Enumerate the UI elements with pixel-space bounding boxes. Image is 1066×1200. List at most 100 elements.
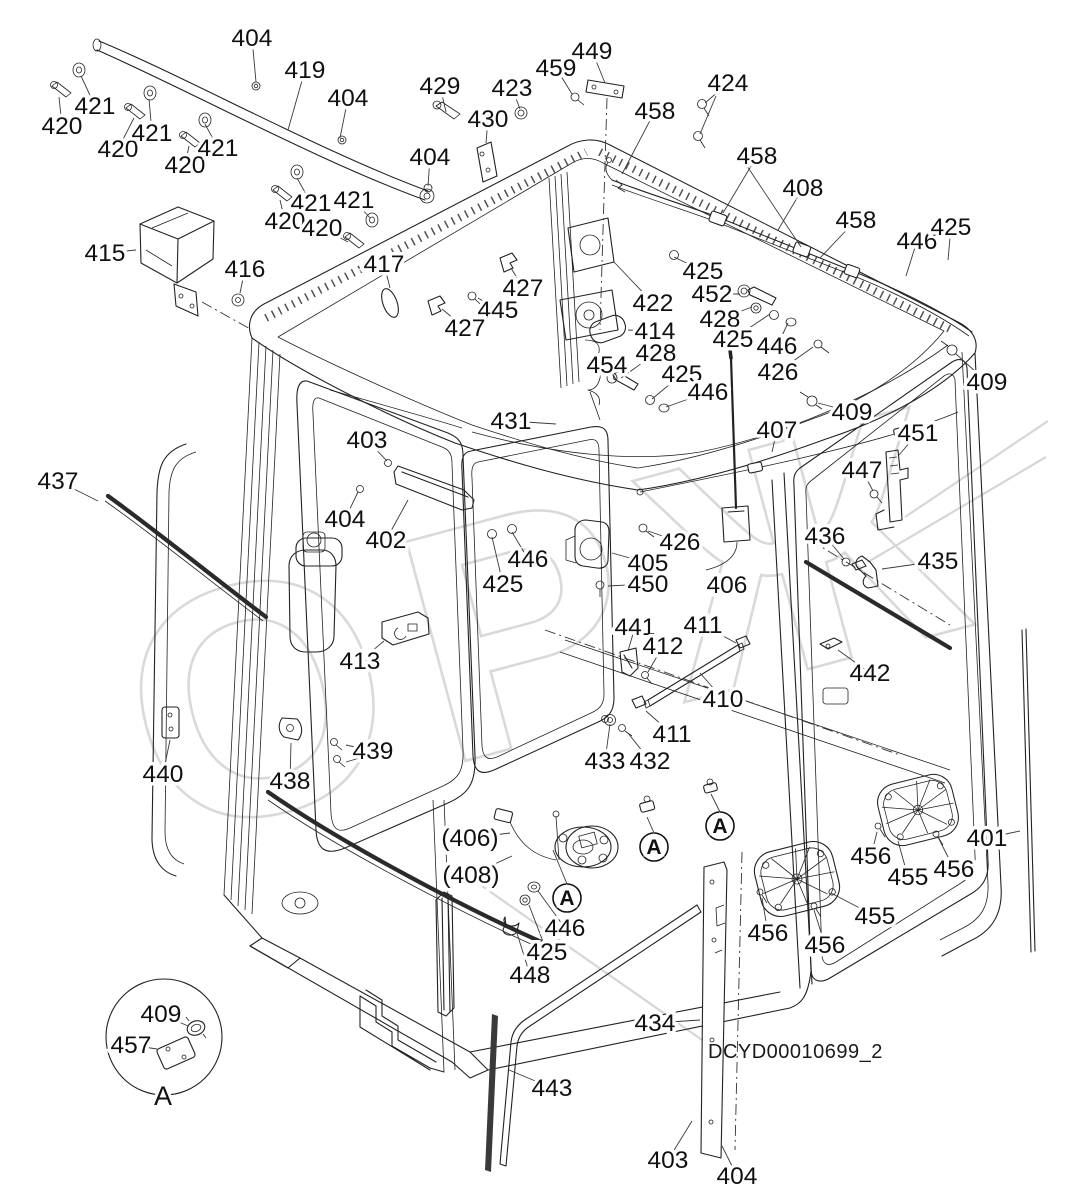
part-label-411: 411 xyxy=(652,721,691,748)
part-label-404: 404 xyxy=(717,1163,758,1190)
part-label-407: 407 xyxy=(757,417,798,444)
section-marker-letter: A xyxy=(646,836,661,859)
leader-line xyxy=(510,420,557,425)
section-markers: A A A A xyxy=(151,811,735,1114)
leader-line xyxy=(881,560,939,570)
leader-line xyxy=(104,249,137,254)
part-label-405: 405 xyxy=(628,550,669,577)
leader-line xyxy=(204,123,219,149)
leader-line xyxy=(130,1044,158,1050)
leader-line xyxy=(555,67,573,95)
leader-line xyxy=(627,329,656,332)
part-label-457: 457 xyxy=(111,1032,152,1059)
part-label-415: 415 xyxy=(85,240,126,267)
leader-line xyxy=(491,536,504,585)
detail-circle xyxy=(105,978,223,1096)
leader-line xyxy=(528,904,548,953)
part-label-423: 423 xyxy=(492,75,533,102)
leader-line xyxy=(777,346,814,373)
part-label-421: 421 xyxy=(75,93,116,120)
part-label-421: 421 xyxy=(334,187,375,214)
leader-line xyxy=(861,469,874,492)
cab-structure xyxy=(151,97,1002,1079)
leader-line xyxy=(427,156,431,187)
part-label-450: 450 xyxy=(628,571,669,598)
part-label-447: 447 xyxy=(842,457,883,484)
part-label-456: 456 xyxy=(851,843,892,870)
leader-line xyxy=(654,1019,701,1024)
part-label-425: 425 xyxy=(683,258,724,285)
leader-line xyxy=(57,480,99,502)
part-label-456: 456 xyxy=(805,932,846,959)
part-label-416: 416 xyxy=(225,256,266,283)
leader-line xyxy=(591,50,606,84)
part-label-439: 439 xyxy=(353,738,394,765)
section-marker-letter: A xyxy=(712,815,727,838)
part-label-420: 420 xyxy=(98,136,139,163)
leader-line xyxy=(251,37,257,83)
leader-line xyxy=(704,82,729,104)
leader-line xyxy=(339,97,349,139)
part-label-421: 421 xyxy=(291,190,332,217)
part-label-436: 436 xyxy=(805,523,846,550)
leader-line xyxy=(645,710,673,735)
leader-line xyxy=(511,531,529,560)
part-label-435: 435 xyxy=(918,548,959,575)
part-label-454: 454 xyxy=(587,352,628,379)
leader-line xyxy=(722,155,758,214)
part-label-420: 420 xyxy=(42,113,83,140)
leader-line xyxy=(898,432,919,456)
part-label-403: 403 xyxy=(648,1147,689,1174)
part-label-401: 401 xyxy=(967,825,1008,852)
part-label-425: 425 xyxy=(713,326,754,353)
part-label-425: 425 xyxy=(483,571,524,598)
leader-line xyxy=(710,793,721,813)
part-label-448: 448 xyxy=(510,962,551,989)
leader-line xyxy=(511,87,521,110)
leader-line xyxy=(627,732,651,762)
part-label-437: 437 xyxy=(38,468,79,495)
part-label-413: 413 xyxy=(340,648,381,675)
part-label-456: 456 xyxy=(934,856,975,883)
leader-line xyxy=(296,177,312,204)
part-label-422: 422 xyxy=(633,290,674,317)
part-label-408: (408) xyxy=(442,862,499,889)
part-label-426: 426 xyxy=(660,529,701,556)
part-label-451: 451 xyxy=(898,420,939,447)
part-label-412: 412 xyxy=(643,633,684,660)
part-label-428: 428 xyxy=(700,306,741,333)
section-marker-letter: A xyxy=(559,887,574,910)
part-label-456: 456 xyxy=(748,920,789,947)
detail-view-letter: A xyxy=(154,1081,172,1111)
part-label-411: 411 xyxy=(683,612,722,639)
leader-line xyxy=(607,583,649,587)
leader-line xyxy=(719,306,753,320)
leader-line xyxy=(469,832,511,839)
leader-line xyxy=(383,263,391,289)
part-label-433: 433 xyxy=(585,748,626,775)
part-label-426: 426 xyxy=(758,359,799,386)
leader-line xyxy=(646,816,655,834)
leader-line xyxy=(947,226,952,261)
leader-line xyxy=(117,117,135,150)
part-label-446: 446 xyxy=(508,546,549,573)
part-label-449: 449 xyxy=(572,38,613,65)
leader-line xyxy=(955,353,988,383)
part-label-421: 421 xyxy=(132,120,173,147)
watermark: ОРЖ xyxy=(86,327,1024,909)
leader-line xyxy=(321,227,349,243)
part-label-409: 409 xyxy=(832,399,873,426)
leader-line xyxy=(986,830,1021,839)
part-label-442: 442 xyxy=(850,660,891,687)
part-label-455: 455 xyxy=(888,864,929,891)
part-label-443: 443 xyxy=(532,1075,573,1102)
part-label-403: 403 xyxy=(347,427,388,454)
leader-line xyxy=(552,849,568,885)
part-label-458: 458 xyxy=(836,207,877,234)
leader-line xyxy=(830,892,876,917)
part-label-408: 408 xyxy=(783,175,824,202)
leader-line xyxy=(359,640,385,662)
leader-line xyxy=(776,322,789,347)
leader-line xyxy=(726,584,749,594)
